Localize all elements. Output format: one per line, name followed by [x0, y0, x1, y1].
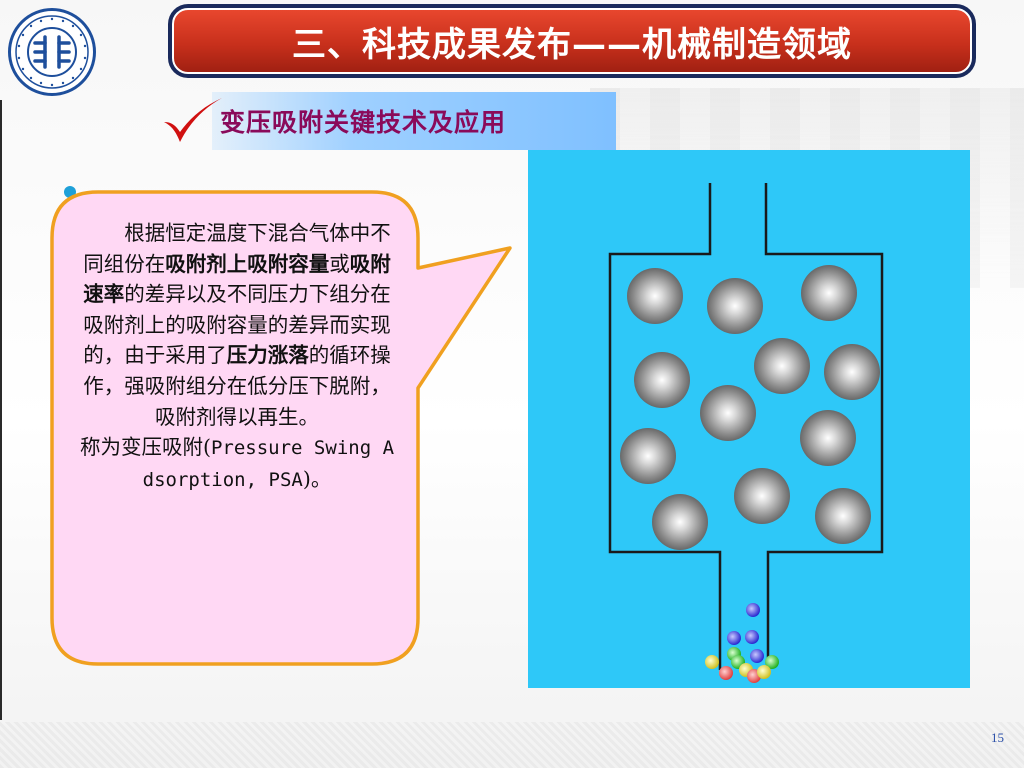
speech-callout: [50, 190, 512, 666]
page-number: 15: [991, 730, 1004, 745]
subtitle: 变压吸附关键技术及应用: [220, 108, 507, 137]
left-divider: [0, 100, 2, 720]
university-seal-icon: [8, 8, 96, 96]
title-banner: 三、科技成果发布——机械制造领域: [168, 4, 976, 78]
gas-molecules: [705, 603, 779, 683]
background-bottom-band: [0, 722, 1024, 768]
psa-animation-panel: [528, 150, 970, 688]
subtitle-bar: 变压吸附关键技术及应用: [212, 92, 616, 150]
adsorbent-spheres: [620, 265, 880, 550]
checkmark-icon: [164, 98, 222, 142]
callout-text: 根据恒定温度下混合气体中不同组份在吸附剂上吸附容量或吸附速率的差异以及不同压力下…: [79, 221, 395, 491]
page-title: 三、科技成果发布——机械制造领域: [172, 8, 972, 74]
